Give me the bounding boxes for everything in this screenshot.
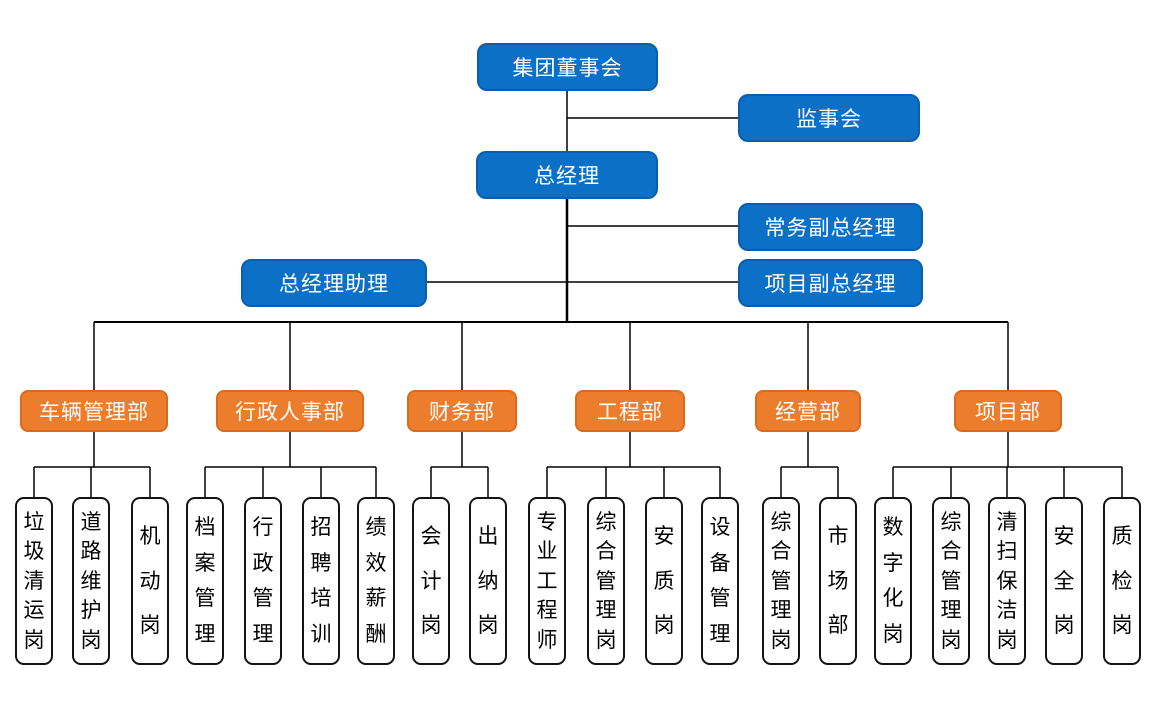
node-supervisory-board: 监事会 [738,94,920,142]
position-performance-pay: 绩效薪酬 [357,497,395,665]
dept-finance: 财务部 [407,390,517,432]
position-mobile-duty: 机动岗 [131,497,169,665]
position-admin-management: 行政管理 [244,497,282,665]
position-equipment-management: 设备管理 [701,497,739,665]
position-safety: 安全岗 [1045,497,1083,665]
position-archives-management: 档案管理 [186,497,224,665]
position-market: 市场部 [819,497,857,665]
position-general-mgmt-proj: 综合管理岗 [932,497,970,665]
position-waste-removal: 垃圾清运岗 [15,497,53,665]
position-cashier: 出纳岗 [469,497,507,665]
position-cleaning: 清扫保洁岗 [988,497,1026,665]
position-safety-quality: 安质岗 [645,497,683,665]
position-quality-inspection: 质检岗 [1103,497,1141,665]
node-executive-deputy-gm: 常务副总经理 [738,203,923,251]
position-accounting: 会计岗 [412,497,450,665]
position-general-mgmt-eng: 综合管理岗 [587,497,625,665]
dept-project: 项目部 [954,390,1062,432]
position-professional-engineer: 专业工程师 [528,497,566,665]
dept-operations: 经营部 [755,390,861,432]
dept-engineering: 工程部 [575,390,685,432]
node-general-manager: 总经理 [476,151,658,199]
dept-vehicle-management: 车辆管理部 [20,390,168,432]
dept-admin-hr: 行政人事部 [216,390,364,432]
position-digitalization: 数字化岗 [874,497,912,665]
node-board: 集团董事会 [477,43,658,91]
node-gm-assistant: 总经理助理 [241,259,427,307]
position-recruit-training: 招聘培训 [302,497,340,665]
position-road-maintenance: 道路维护岗 [72,497,110,665]
position-general-mgmt-ops: 综合管理岗 [762,497,800,665]
node-project-deputy-gm: 项目副总经理 [738,259,923,307]
